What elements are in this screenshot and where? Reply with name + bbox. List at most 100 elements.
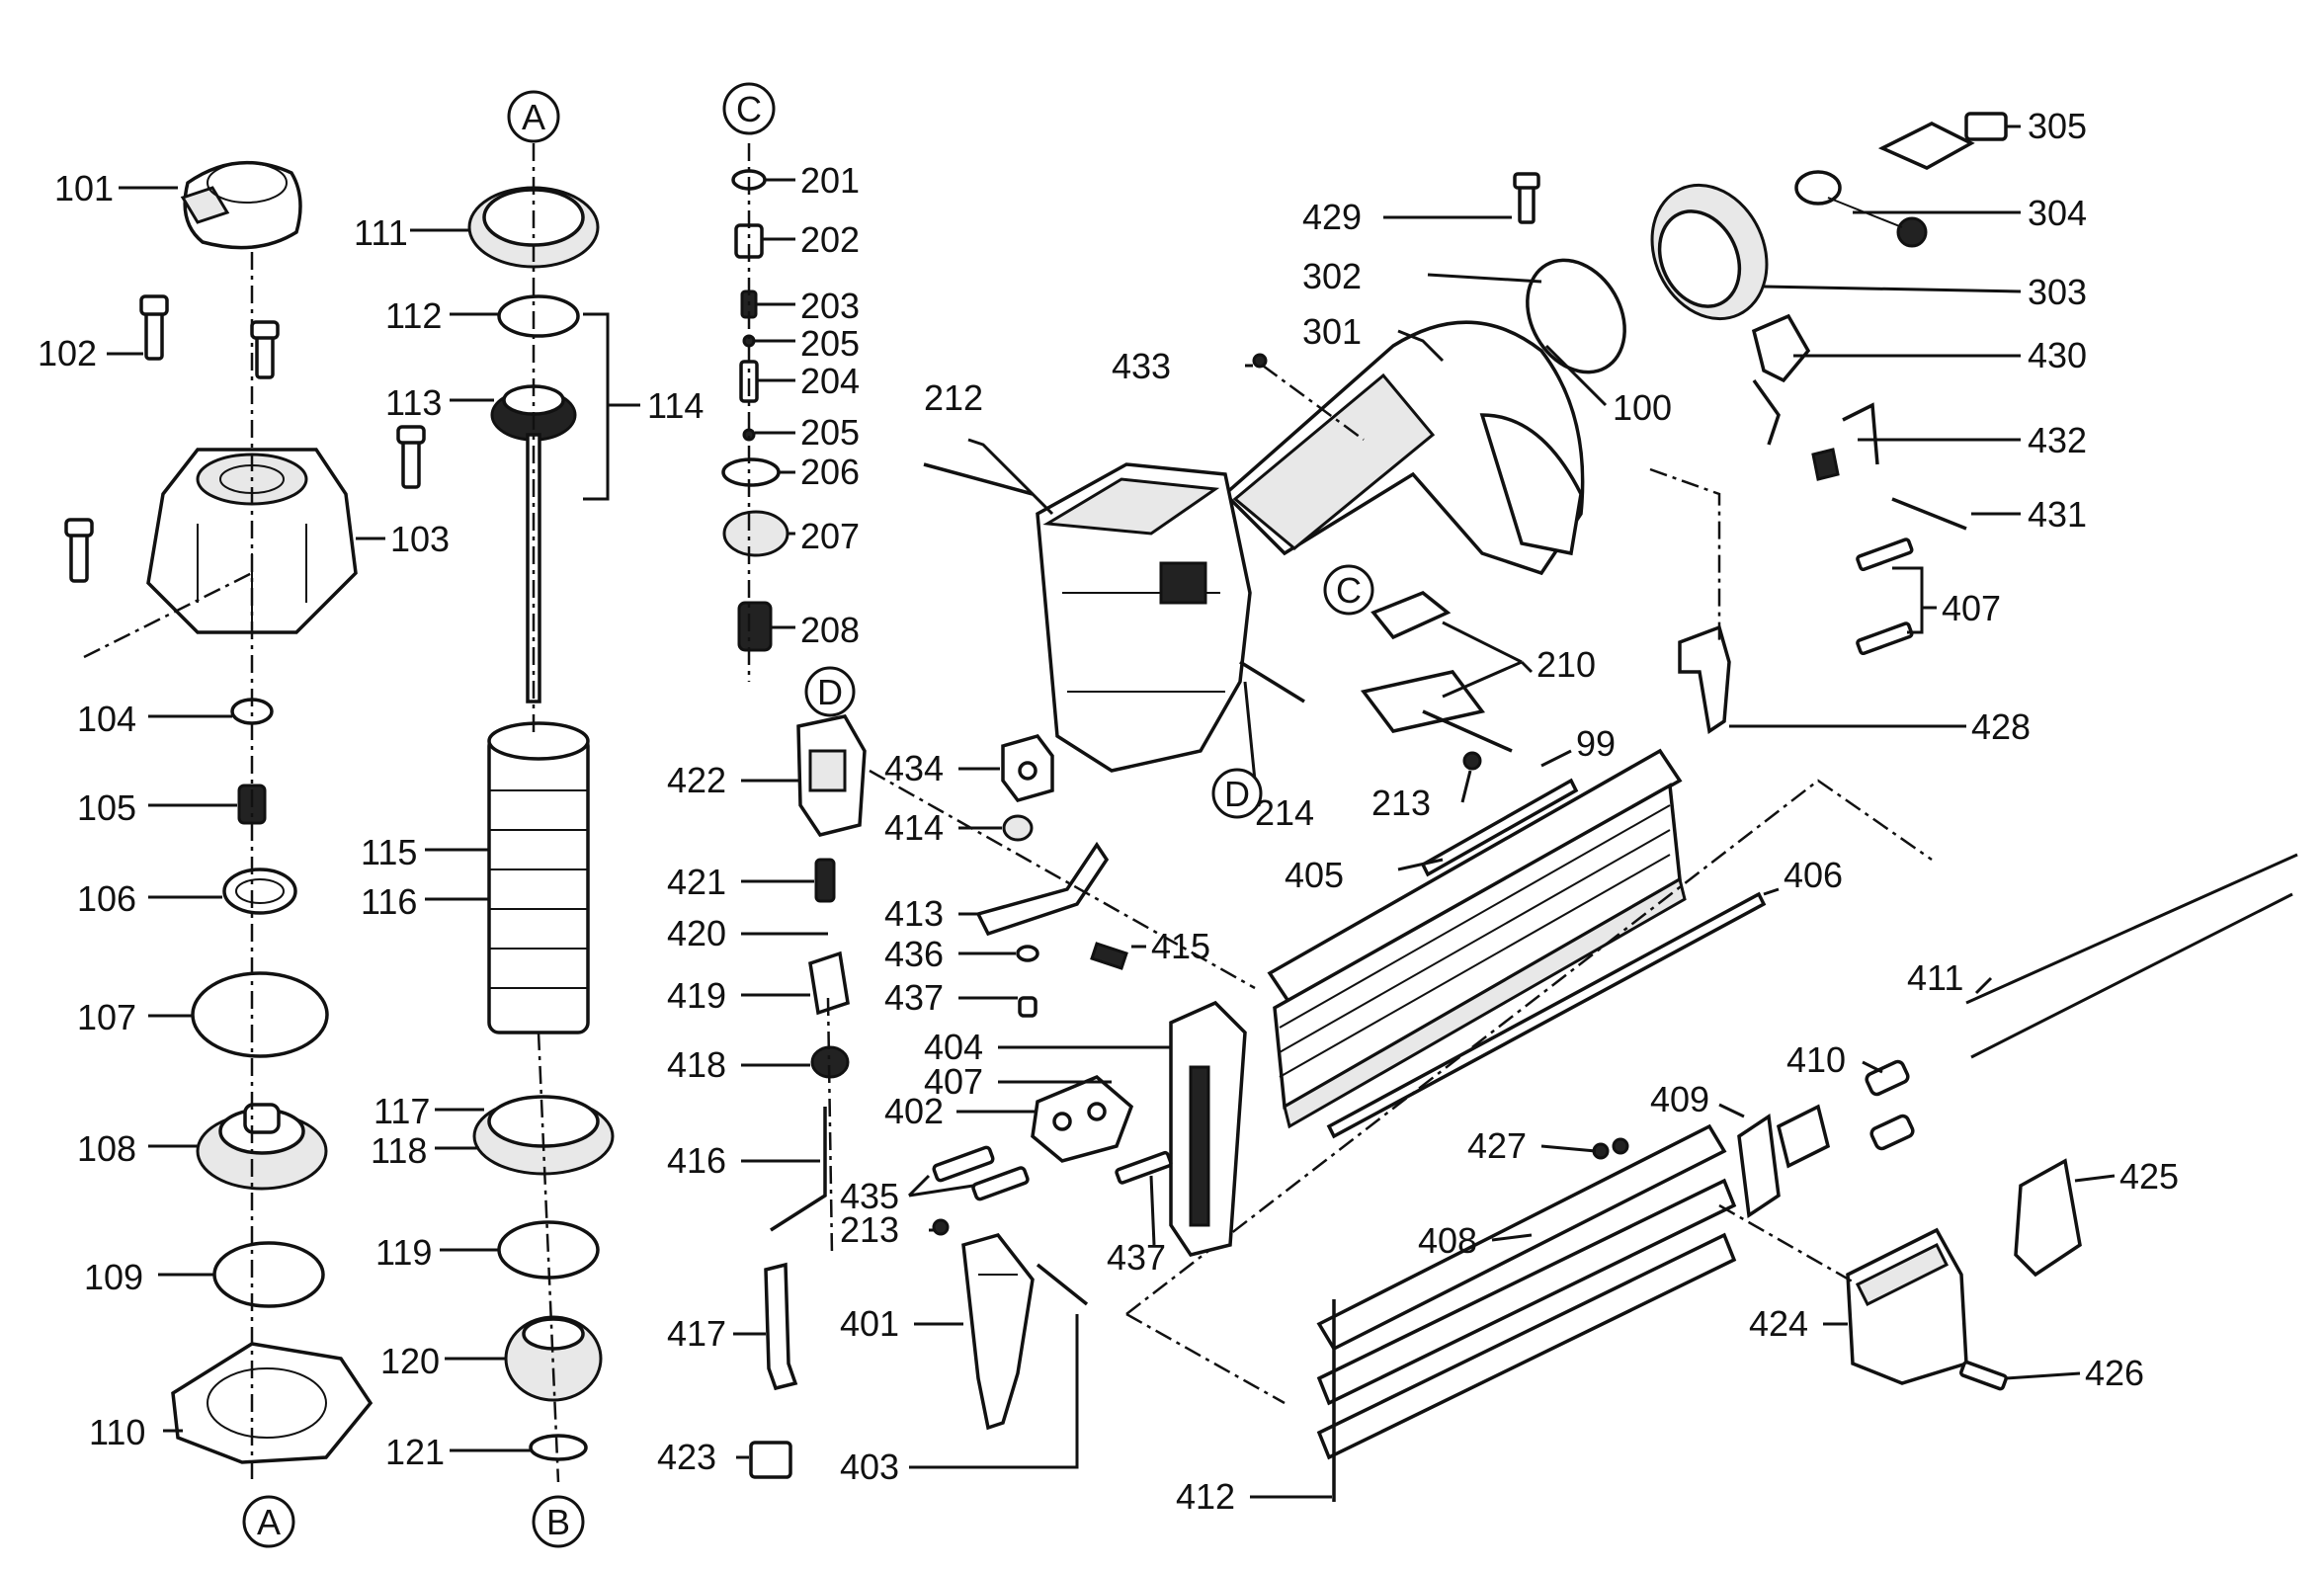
part-label-107: 107: [77, 997, 136, 1037]
ref-circle-d-body: [1211, 768, 1263, 819]
part-label-99: 99: [1576, 723, 1616, 764]
part-label-426: 426: [2085, 1353, 2144, 1393]
part-label-418: 418: [667, 1044, 726, 1085]
part-label-305: 305: [2028, 106, 2087, 146]
part-label-110: 110: [89, 1412, 145, 1452]
part-label-414: 414: [884, 807, 944, 848]
part-label-428: 428: [1971, 706, 2031, 747]
part-label-437-top: 437: [884, 977, 944, 1018]
part-label-206: 206: [800, 452, 860, 492]
part-label-109: 109: [84, 1257, 143, 1297]
part-label-431: 431: [2028, 494, 2087, 535]
ref-circle-c-body: [1323, 564, 1374, 616]
part-label-302: 302: [1302, 256, 1362, 296]
part-label-405: 405: [1285, 855, 1344, 895]
part-label-108: 108: [77, 1128, 136, 1169]
part-label-407-nose: 407: [924, 1061, 983, 1102]
drawing-nose: [749, 714, 1256, 1479]
ref-marker-d-nose: D: [817, 672, 843, 712]
ref-circle-b-bottom: [532, 1495, 585, 1548]
part-label-121: 121: [385, 1432, 445, 1472]
part-label-113: 113: [385, 382, 442, 423]
part-label-406: 406: [1784, 855, 1843, 895]
part-label-415: 415: [1151, 926, 1210, 966]
part-label-303: 303: [2028, 272, 2087, 312]
part-label-114: 114: [647, 385, 704, 426]
leader-lines: [107, 124, 2116, 1499]
part-label-424: 424: [1749, 1303, 1808, 1344]
part-label-112: 112: [385, 295, 442, 336]
part-label-422: 422: [667, 760, 726, 800]
part-label-301: 301: [1302, 311, 1362, 352]
reference-markers: A C C D D A B: [242, 82, 1374, 1548]
part-label-118: 118: [371, 1130, 427, 1171]
part-label-436: 436: [884, 934, 944, 974]
ref-marker-b-bottom: B: [546, 1502, 570, 1542]
drawing-left-column: [64, 160, 426, 1482]
part-label-100: 100: [1613, 387, 1672, 428]
part-label-214: 214: [1255, 792, 1314, 833]
part-label-213-nose: 213: [840, 1209, 899, 1250]
drawing-third-column: [721, 143, 789, 682]
part-label-101: 101: [54, 168, 114, 208]
part-label-120: 120: [380, 1341, 440, 1381]
part-label-403: 403: [840, 1447, 899, 1487]
ref-circle-c-top: [722, 82, 776, 135]
part-label-103: 103: [390, 519, 450, 559]
part-label-411: 411: [1907, 957, 1963, 998]
part-label-204: 204: [800, 361, 860, 401]
part-label-304: 304: [2028, 193, 2087, 233]
part-label-202: 202: [800, 219, 860, 260]
part-label-201: 201: [800, 160, 860, 201]
drawing-trigger: [1649, 313, 1967, 734]
part-label-413: 413: [884, 893, 944, 934]
part-label-208: 208: [800, 610, 860, 650]
part-label-210: 210: [1536, 644, 1596, 685]
part-label-205-bottom: 205: [800, 412, 860, 453]
ref-marker-a-top: A: [522, 97, 545, 137]
part-label-106: 106: [77, 878, 136, 919]
part-label-432: 432: [2028, 420, 2087, 460]
ref-marker-a-bottom: A: [257, 1502, 281, 1542]
drawing-second-column: [467, 143, 615, 1483]
part-label-402: 402: [884, 1091, 944, 1131]
part-label-111: 111: [354, 212, 408, 253]
part-label-417: 417: [667, 1313, 726, 1354]
part-label-408: 408: [1418, 1220, 1477, 1261]
part-label-435: 435: [840, 1176, 899, 1216]
ref-marker-c-body: C: [1336, 570, 1362, 611]
drawing-main-body: [923, 112, 2008, 773]
part-label-119: 119: [375, 1232, 432, 1273]
part-label-213-body: 213: [1371, 783, 1431, 823]
part-label-425: 425: [2119, 1156, 2179, 1197]
part-label-421: 421: [667, 862, 726, 902]
part-label-412: 412: [1176, 1476, 1235, 1517]
part-label-433: 433: [1112, 346, 1171, 386]
part-label-105: 105: [77, 787, 136, 828]
part-label-401: 401: [840, 1303, 899, 1344]
part-label-416: 416: [667, 1140, 726, 1181]
part-label-410: 410: [1786, 1039, 1846, 1080]
part-label-407-trigger: 407: [1942, 588, 2001, 628]
ref-circle-d-nose: [804, 666, 856, 717]
part-label-116: 116: [361, 881, 417, 922]
ref-circle-a-top: [507, 90, 560, 143]
part-label-104: 104: [77, 699, 136, 739]
part-label-434: 434: [884, 748, 944, 788]
part-label-427: 427: [1467, 1125, 1527, 1166]
part-label-203: 203: [800, 286, 860, 326]
part-label-430: 430: [2028, 335, 2087, 375]
part-label-117: 117: [374, 1091, 430, 1131]
part-label-420: 420: [667, 913, 726, 953]
part-label-205-top: 205: [800, 323, 860, 364]
drawing-magazine: [1125, 748, 2298, 1502]
ref-circle-a-bottom: [242, 1495, 295, 1548]
part-labels: 101 102 103 104 105 106 107 108 109 110 …: [38, 106, 2179, 1517]
part-label-115: 115: [361, 832, 417, 872]
part-label-409: 409: [1650, 1079, 1709, 1119]
ref-marker-c-top: C: [736, 89, 762, 129]
part-label-102: 102: [38, 333, 97, 373]
part-label-423: 423: [657, 1437, 716, 1477]
part-label-419: 419: [667, 975, 726, 1016]
